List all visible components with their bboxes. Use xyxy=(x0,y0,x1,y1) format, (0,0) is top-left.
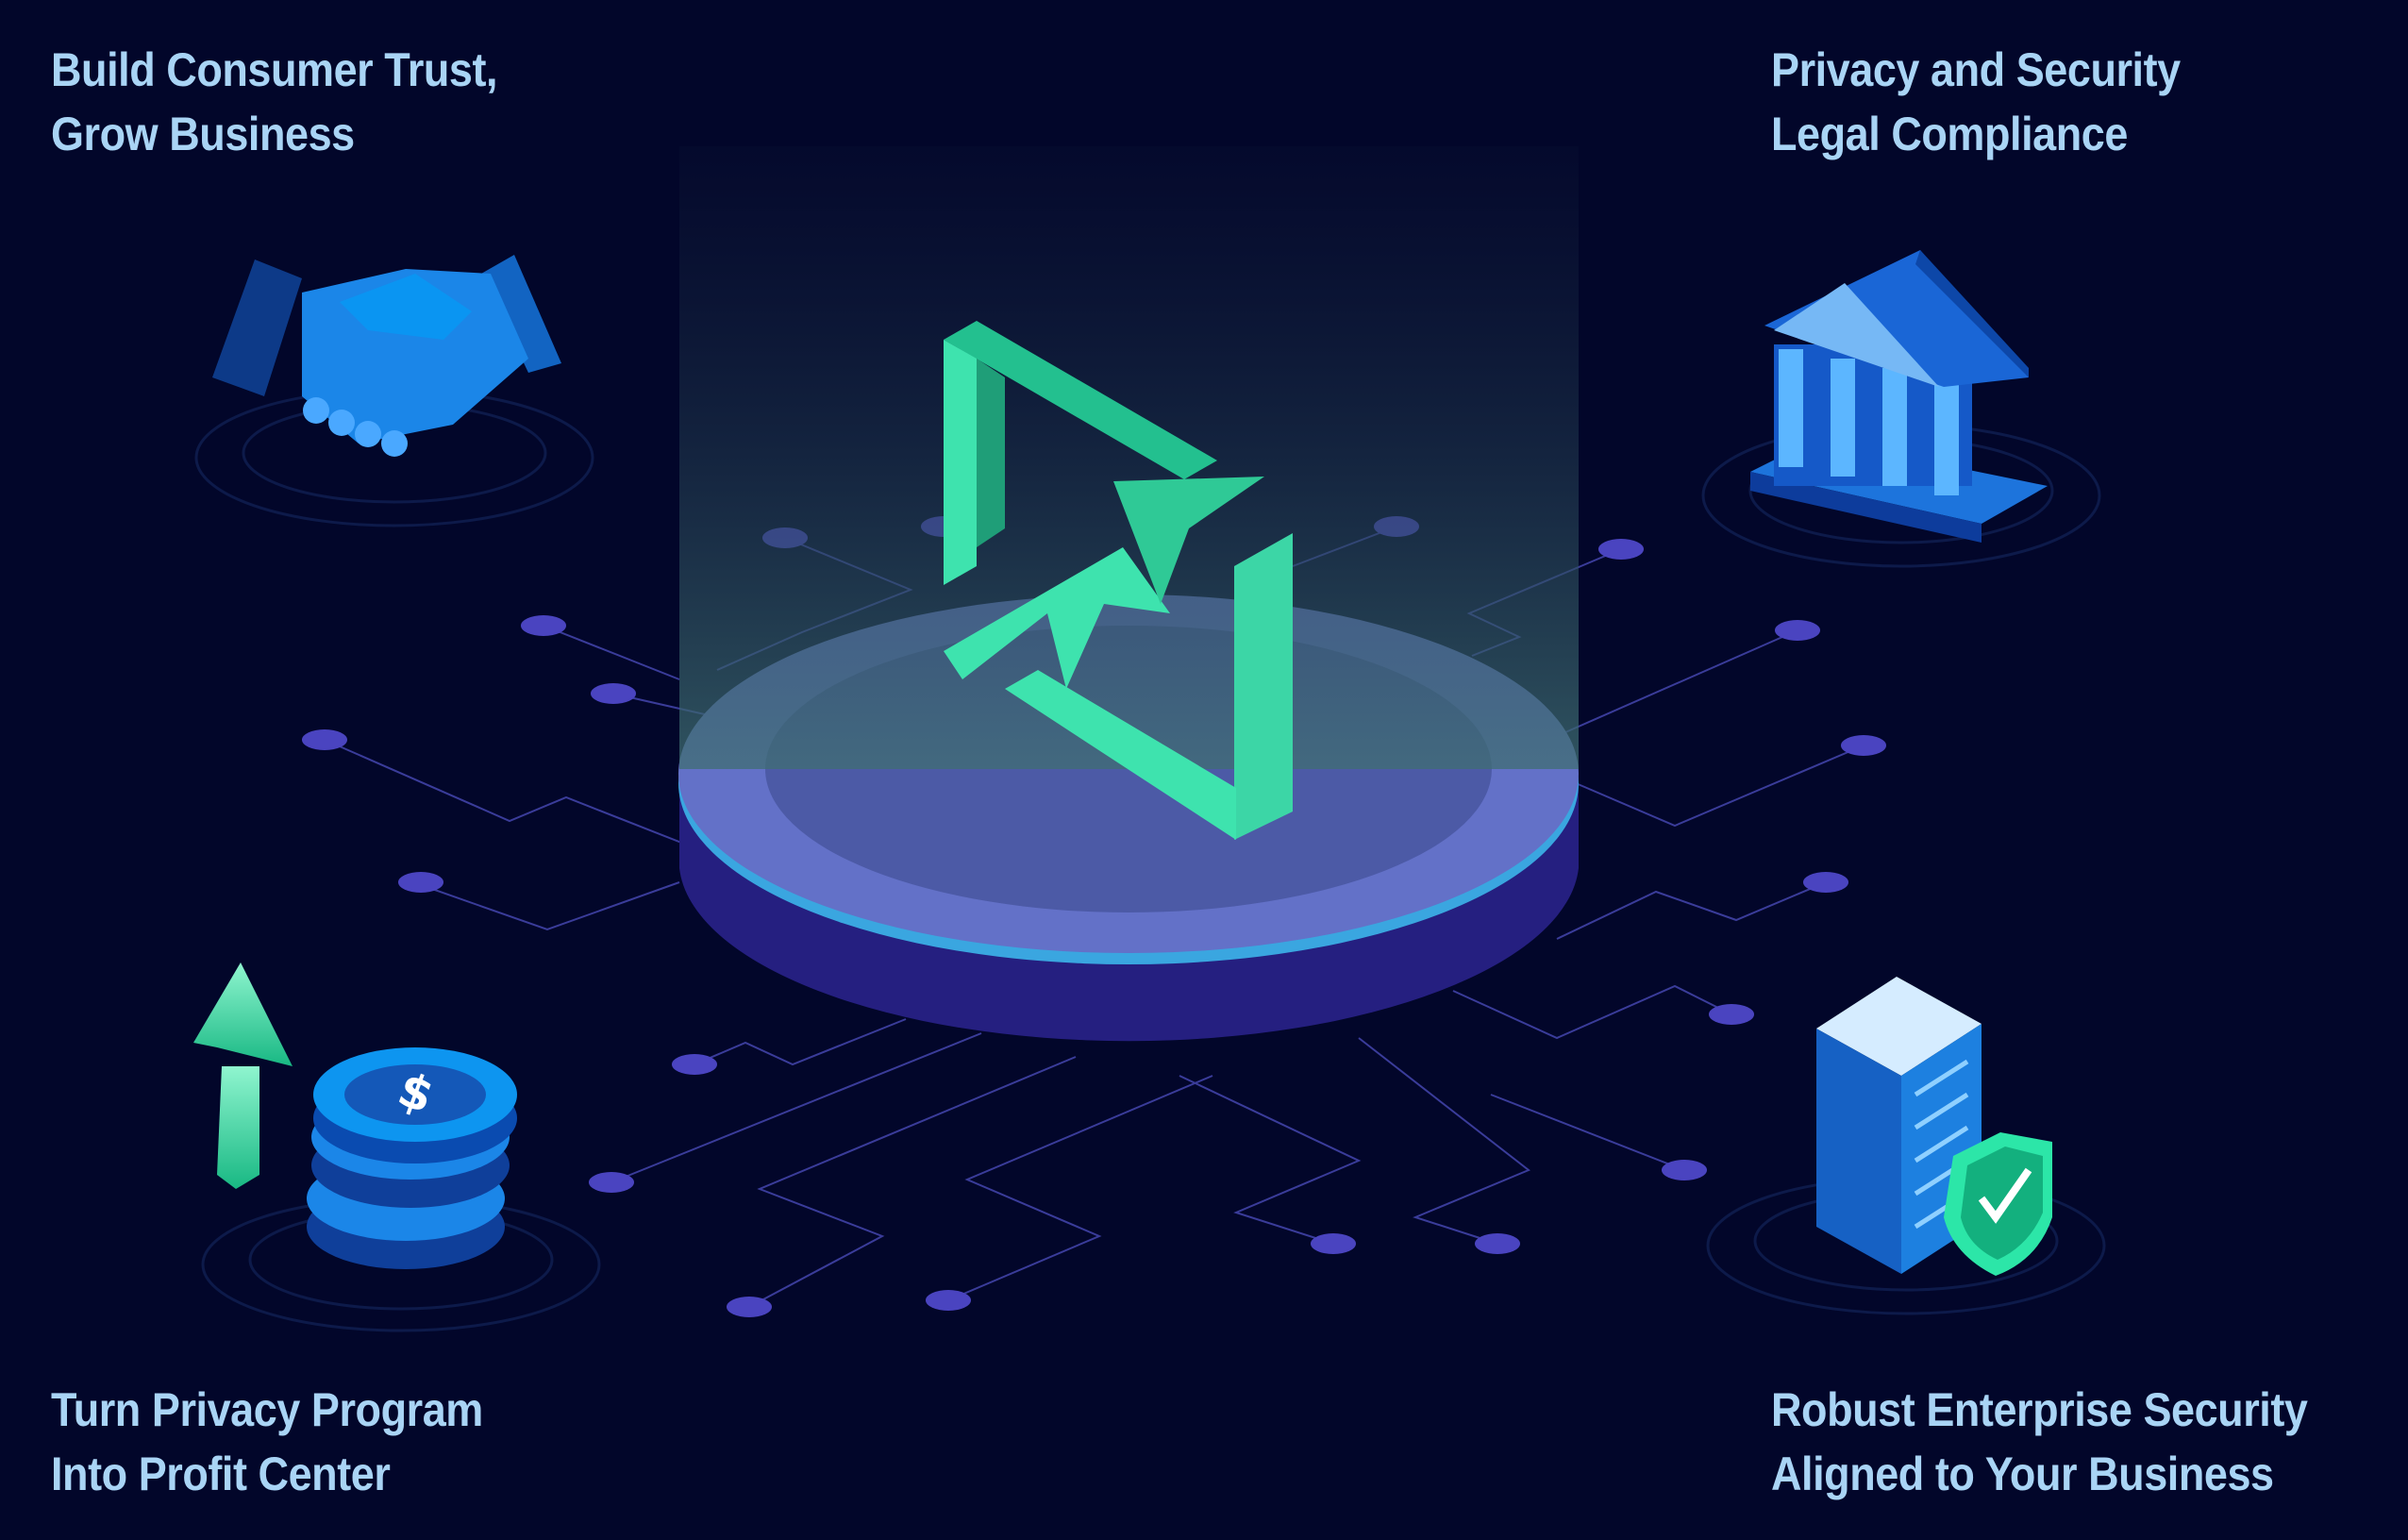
light-beam xyxy=(679,146,1579,769)
logo-icon xyxy=(944,321,1293,840)
caption-line: Legal Compliance xyxy=(1771,108,2128,160)
server-shield-icon xyxy=(1706,977,2106,1315)
caption-line: Privacy and Security xyxy=(1771,43,2181,96)
feature-caption-security: Robust Enterprise Security Aligned to Yo… xyxy=(1771,1378,2308,1506)
coins-growth-icon: $ xyxy=(193,962,601,1332)
caption-line: Build Consumer Trust, xyxy=(51,43,498,96)
caption-line: Grow Business xyxy=(51,108,355,160)
caption-line: Aligned to Your Business xyxy=(1771,1448,2274,1500)
feature-caption-trust: Build Consumer Trust, Grow Business xyxy=(51,38,498,166)
government-building-icon xyxy=(1701,250,2101,568)
caption-line: Into Profit Center xyxy=(51,1448,391,1500)
feature-caption-compliance: Privacy and Security Legal Compliance xyxy=(1771,38,2181,166)
feature-caption-profit: Turn Privacy Program Into Profit Center xyxy=(51,1378,483,1506)
caption-line: Robust Enterprise Security xyxy=(1771,1383,2308,1436)
handshake-icon xyxy=(194,255,594,527)
caption-line: Turn Privacy Program xyxy=(51,1383,483,1436)
